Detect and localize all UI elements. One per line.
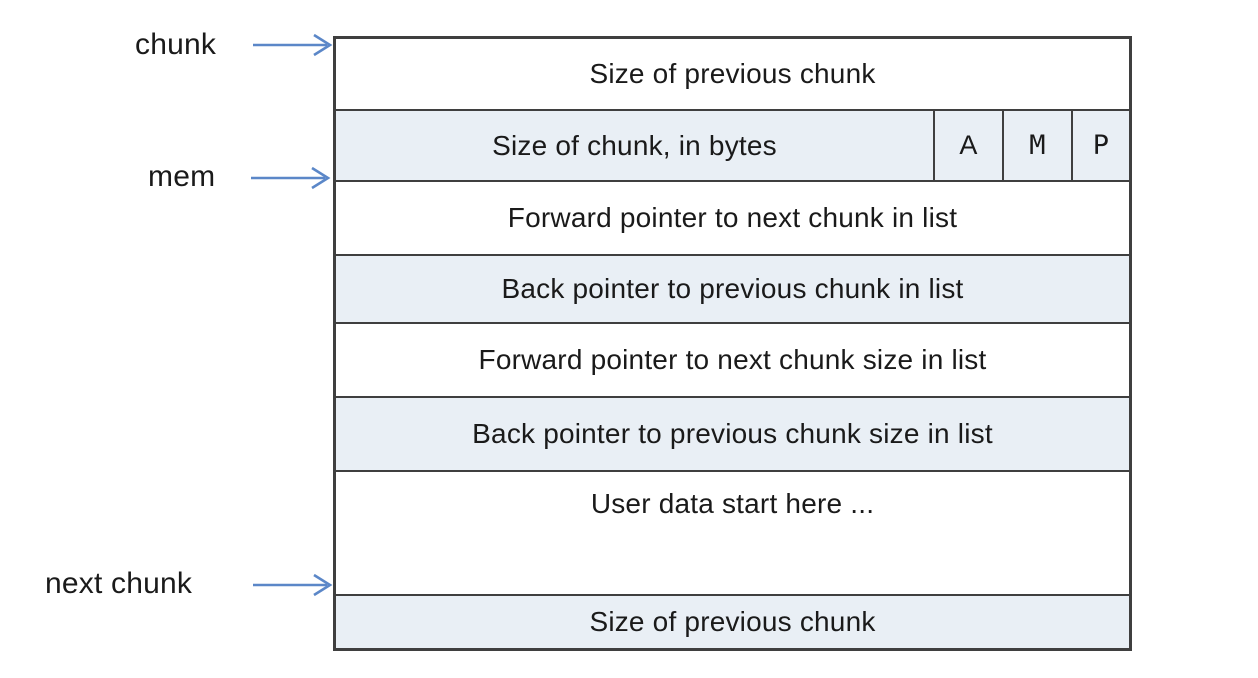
chunk-structure-box: Size of previous chunk Size of chunk, in… bbox=[333, 36, 1132, 651]
flag-cell-a: A bbox=[933, 111, 1002, 180]
flag-cell-p: P bbox=[1071, 111, 1129, 180]
row-prev-size: Size of previous chunk bbox=[336, 39, 1129, 109]
row-next-prev-size: Size of previous chunk bbox=[336, 594, 1129, 648]
row-chunk-size: Size of chunk, in bytes A M P bbox=[336, 109, 1129, 180]
row-fd-pointer: Forward pointer to next chunk in list bbox=[336, 180, 1129, 254]
flag-p-label: P bbox=[1092, 130, 1110, 161]
flag-cell-m: M bbox=[1002, 111, 1071, 180]
row-user-data: User data start here ... bbox=[336, 470, 1129, 594]
next-chunk-arrow-icon bbox=[253, 573, 333, 597]
flag-a-label: A bbox=[959, 130, 978, 160]
row-bk-pointer-label: Back pointer to previous chunk in list bbox=[501, 273, 964, 304]
row-prev-size-label: Size of previous chunk bbox=[589, 58, 876, 89]
row-fd-pointer-label: Forward pointer to next chunk in list bbox=[507, 202, 958, 233]
row-chunk-size-cell: Size of chunk, in bytes bbox=[336, 111, 933, 180]
next-chunk-pointer-label: next chunk bbox=[45, 567, 193, 600]
row-bk-pointer: Back pointer to previous chunk in list bbox=[336, 254, 1129, 322]
row-chunk-size-label: Size of chunk, in bytes bbox=[492, 129, 777, 161]
chunk-pointer-label: chunk bbox=[135, 28, 217, 61]
row-next-prev-size-label: Size of previous chunk bbox=[589, 606, 876, 637]
row-bk-nextsize-pointer: Back pointer to previous chunk size in l… bbox=[336, 396, 1129, 470]
mem-pointer-label: mem bbox=[148, 160, 216, 193]
row-bk-nextsize-pointer-label: Back pointer to previous chunk size in l… bbox=[472, 418, 993, 449]
row-fd-nextsize-pointer: Forward pointer to next chunk size in li… bbox=[336, 322, 1129, 396]
row-fd-nextsize-pointer-label: Forward pointer to next chunk size in li… bbox=[478, 344, 987, 375]
row-user-data-label: User data start here ... bbox=[590, 488, 875, 519]
chunk-arrow-icon bbox=[253, 33, 333, 57]
flag-m-label: M bbox=[1029, 130, 1046, 161]
mem-arrow-icon bbox=[251, 166, 331, 190]
